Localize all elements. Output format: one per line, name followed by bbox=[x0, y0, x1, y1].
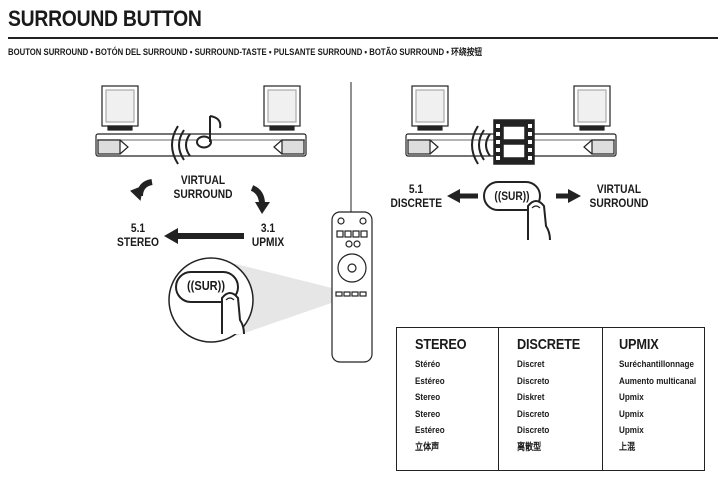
music-note-icon bbox=[196, 115, 222, 149]
remote-control-icon bbox=[331, 211, 373, 363]
column-header: STEREO bbox=[415, 336, 467, 353]
sur-button-zoomed bbox=[175, 271, 239, 303]
table-column-stereo: STEREO Stéréo Estéreo Stereo Stereo Esté… bbox=[397, 328, 499, 470]
table-cell: 离散型 bbox=[517, 441, 542, 453]
arrow-to-upmix bbox=[250, 185, 265, 205]
table-cell: Upmix bbox=[619, 408, 644, 420]
table-cell: Diskret bbox=[517, 392, 545, 404]
sur-button bbox=[483, 181, 541, 211]
table-cell: Estéreo bbox=[415, 425, 445, 437]
table-cell: Aumento multicanal bbox=[619, 375, 697, 387]
finger-press-icon bbox=[221, 292, 245, 335]
column-header: DISCRETE bbox=[517, 336, 581, 353]
sound-wave-icon bbox=[171, 125, 191, 165]
table-cell: Discreto bbox=[517, 408, 550, 420]
table-cell: Discreto bbox=[517, 375, 550, 387]
zoom-cone bbox=[228, 262, 340, 336]
table-cell: 立体声 bbox=[415, 441, 440, 453]
table-cell: Suréchantillonnage bbox=[619, 359, 694, 370]
table-cell: 上混 bbox=[619, 441, 636, 453]
speaker-icon bbox=[101, 85, 139, 131]
sur-button-label: ((SUR)) bbox=[494, 189, 530, 203]
sound-wave-icon bbox=[471, 125, 491, 165]
finger-press-icon bbox=[527, 200, 551, 241]
table-cell: Stéréo bbox=[415, 359, 441, 370]
speaker-icon bbox=[263, 85, 301, 131]
sur-button-zoomed-label: ((SUR)) bbox=[186, 278, 226, 293]
table-cell: Upmix bbox=[619, 392, 644, 404]
table-cell: Stereo bbox=[415, 392, 441, 404]
table-cell: Stereo bbox=[415, 408, 441, 420]
table-cell: Discret bbox=[517, 359, 545, 370]
speaker-icon bbox=[411, 85, 449, 131]
column-header: UPMIX bbox=[619, 336, 659, 353]
table-cell: Estéreo bbox=[415, 375, 445, 387]
title-divider bbox=[8, 37, 718, 39]
table-cell: Discreto bbox=[517, 425, 550, 437]
translation-table: STEREO Stéréo Estéreo Stereo Stereo Esté… bbox=[396, 327, 705, 471]
speaker-icon bbox=[573, 85, 611, 131]
film-strip-icon bbox=[493, 119, 535, 165]
table-cell: Upmix bbox=[619, 425, 644, 437]
table-column-upmix: UPMIX Suréchantillonnage Aumento multica… bbox=[603, 328, 710, 470]
subtitle-translations: BOUTON SURROUND • BOTÓN DEL SURROUND • S… bbox=[8, 47, 483, 57]
page-title: SURROUND BUTTON bbox=[8, 6, 202, 31]
table-column-discrete: DISCRETE Discret Discreto Diskret Discre… bbox=[499, 328, 603, 470]
